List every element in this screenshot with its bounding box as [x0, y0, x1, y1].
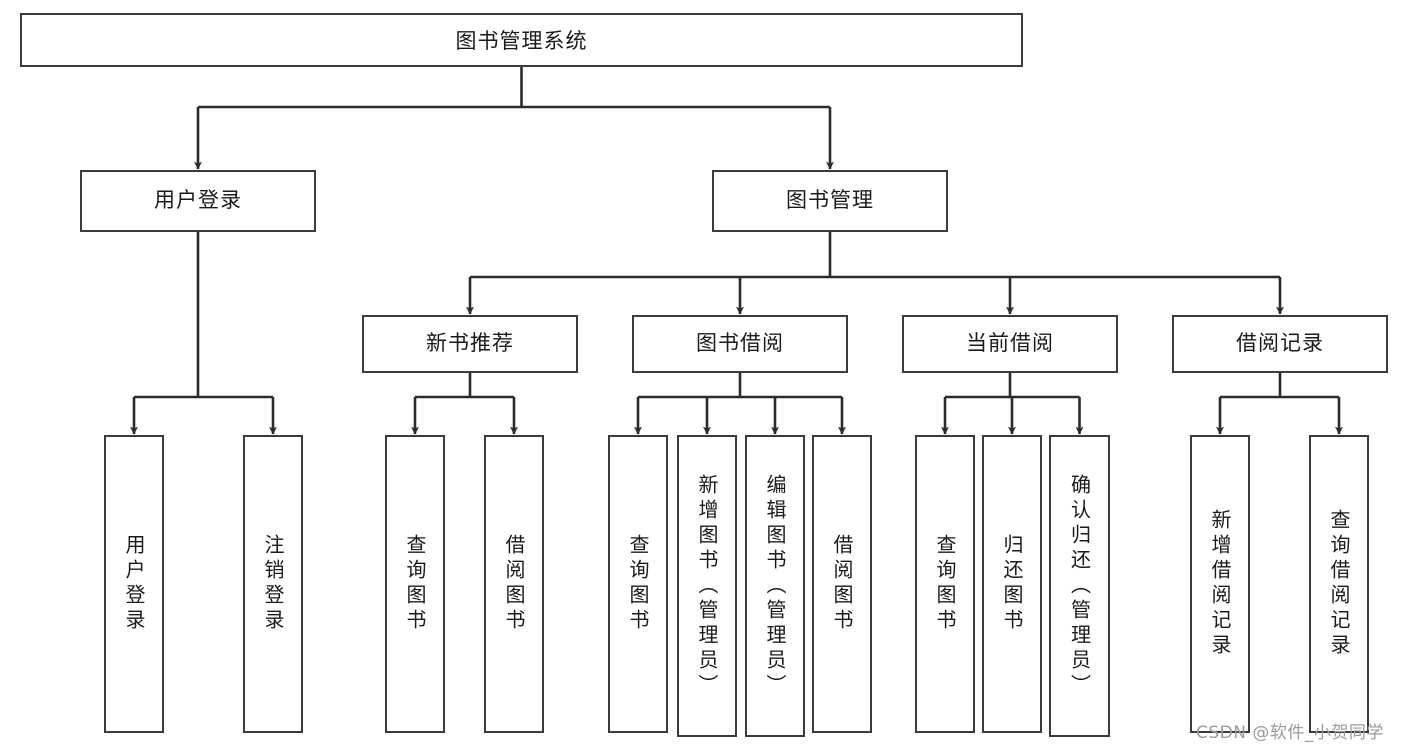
leaf-edit-book-admin[interactable]: 编辑图书（管理员）	[745, 435, 805, 737]
node-label: 用户登录	[122, 534, 146, 634]
leaf-return-book[interactable]: 归还图书	[982, 435, 1042, 733]
node-label: 编辑图书（管理员）	[763, 473, 787, 699]
node-new-book-recommend[interactable]: 新书推荐	[362, 315, 578, 373]
node-label: 查询借阅记录	[1327, 509, 1351, 659]
node-label: 新增借阅记录	[1208, 509, 1232, 659]
leaf-user-login[interactable]: 用户登录	[104, 435, 164, 733]
node-label: 新增图书（管理员）	[695, 473, 719, 699]
leaf-query-book-current[interactable]: 查询图书	[915, 435, 975, 733]
node-label: 当前借阅	[966, 331, 1054, 356]
leaf-query-borrow-record[interactable]: 查询借阅记录	[1309, 435, 1369, 733]
node-root-system[interactable]: 图书管理系统	[20, 13, 1023, 67]
node-book-borrow[interactable]: 图书借阅	[632, 315, 848, 373]
node-label: 用户登录	[154, 188, 242, 213]
node-label: 借阅记录	[1236, 331, 1324, 356]
node-user-login-module[interactable]: 用户登录	[80, 170, 316, 232]
node-label: 注销登录	[261, 534, 285, 634]
node-label: 图书借阅	[696, 331, 784, 356]
node-current-borrow[interactable]: 当前借阅	[902, 315, 1118, 373]
leaf-add-borrow-record[interactable]: 新增借阅记录	[1190, 435, 1250, 733]
node-label: 图书管理系统	[455, 29, 588, 53]
node-book-management-module[interactable]: 图书管理	[712, 170, 948, 232]
node-label: 图书管理	[786, 188, 874, 213]
leaf-add-book-admin[interactable]: 新增图书（管理员）	[677, 435, 737, 737]
node-label: 新书推荐	[426, 331, 514, 356]
csdn-watermark: CSDN @软件_小贺同学	[1196, 723, 1384, 743]
node-label: 查询图书	[933, 534, 957, 634]
node-label: 借阅图书	[830, 534, 854, 634]
node-borrow-record[interactable]: 借阅记录	[1172, 315, 1388, 373]
node-label: 借阅图书	[502, 534, 526, 634]
leaf-borrow-book-new[interactable]: 借阅图书	[484, 435, 544, 733]
node-label: 查询图书	[626, 534, 650, 634]
node-label: 确认归还（管理员）	[1067, 473, 1092, 699]
leaf-query-book-new[interactable]: 查询图书	[385, 435, 445, 733]
node-label: 查询图书	[403, 534, 427, 634]
node-label: 归还图书	[1000, 534, 1024, 634]
leaf-confirm-return-admin[interactable]: 确认归还（管理员）	[1049, 435, 1110, 737]
leaf-user-logout[interactable]: 注销登录	[243, 435, 303, 733]
leaf-query-book-borrow[interactable]: 查询图书	[608, 435, 668, 733]
leaf-borrow-book[interactable]: 借阅图书	[812, 435, 872, 733]
